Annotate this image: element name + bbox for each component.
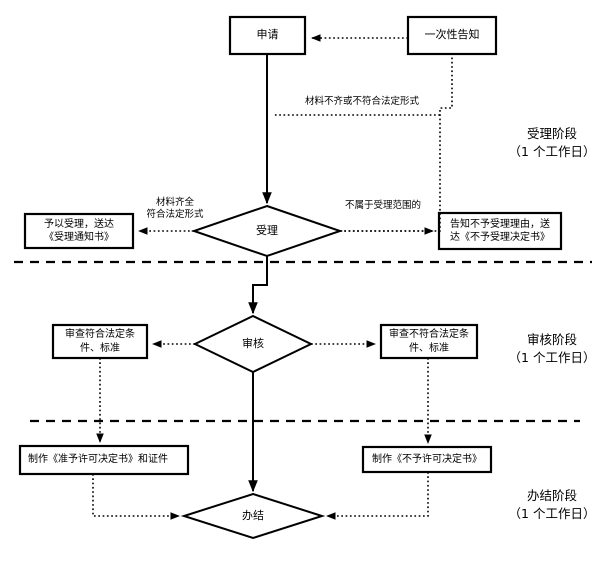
edge-label-materials-complete: 材料齐全 符合法定形式 — [146, 197, 204, 221]
node-finish-shape — [180, 492, 326, 540]
stage-acceptance-name: 受理阶段 — [526, 126, 577, 141]
stage-label-completion: 办结阶段 （1 个工作日） — [500, 487, 604, 523]
edge-label-materials-incomplete: 材料不齐或不符合法定形式 — [304, 96, 419, 107]
node-accept-yes-shape — [23, 212, 135, 250]
edge-make-reject-to-finish — [326, 472, 429, 520]
stage-completion-duration: （1 个工作日） — [508, 506, 596, 522]
node-make-permit-shape — [18, 444, 190, 476]
node-accept-no-shape — [437, 211, 563, 251]
edge-accept-to-review — [248, 256, 268, 315]
node-apply-shape — [228, 15, 307, 56]
stage-label-acceptance: 受理阶段 （1 个工作日） — [500, 125, 604, 161]
edge-make-permit-to-finish — [92, 474, 180, 520]
node-review-pass-shape — [51, 323, 149, 360]
node-make-reject-shape — [361, 445, 493, 474]
stage-label-review: 审核阶段 （1 个工作日） — [500, 331, 604, 367]
node-accept-shape — [190, 204, 344, 258]
stage-review-name: 审核阶段 — [526, 332, 577, 347]
node-review-shape — [192, 314, 314, 374]
node-review-fail-shape — [379, 323, 479, 360]
stage-completion-name: 办结阶段 — [526, 488, 577, 503]
edge-label-out-of-scope: 不属于受理范围的 — [344, 200, 421, 211]
stage-acceptance-duration: （1 个工作日） — [508, 144, 596, 160]
node-one-time-notice-shape — [406, 15, 498, 56]
stage-review-duration: （1 个工作日） — [508, 350, 596, 366]
